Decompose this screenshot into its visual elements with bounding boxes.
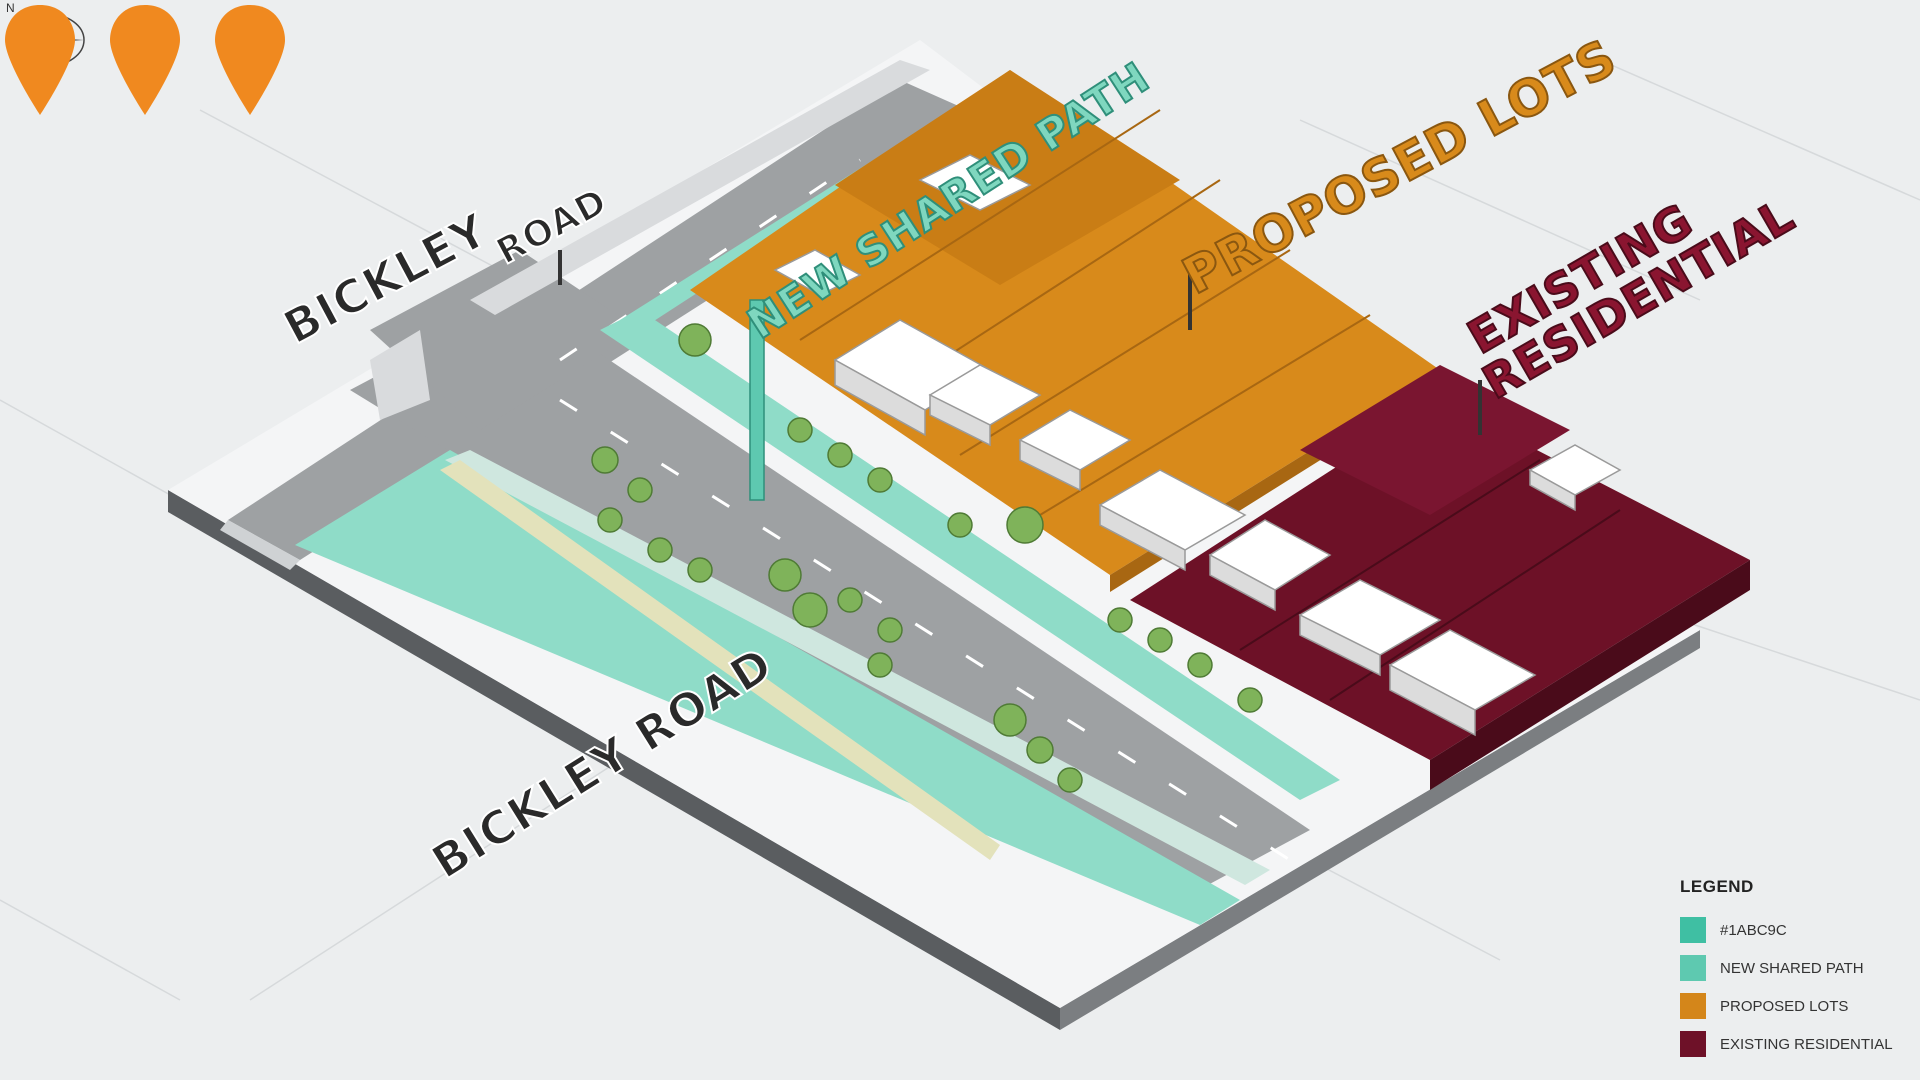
- legend-swatch: [1680, 955, 1706, 981]
- legend-title: LEGEND: [1680, 877, 1754, 896]
- location-pin-icon: [215, 5, 285, 115]
- legend-swatch: [1680, 993, 1706, 1019]
- trees: [591, 323, 1263, 793]
- legend-label: #1ABC9C: [1720, 921, 1787, 939]
- roads: [220, 60, 1310, 900]
- compass-north-label: N: [6, 1, 15, 15]
- location-pins: [5, 5, 285, 115]
- location-pin-icon: [110, 5, 180, 115]
- houses: [773, 154, 1622, 737]
- legend-item: EXISTING RESIDENTIAL: [1680, 1025, 1910, 1063]
- legend-label: EXISTING RESIDENTIAL: [1720, 1035, 1893, 1053]
- location-pin-icon: [5, 5, 75, 115]
- legend-item: PROPOSED LOTS: [1680, 987, 1910, 1025]
- legend-item: #1ABC9C: [1680, 911, 1910, 949]
- label-leader-posts: [558, 250, 1482, 435]
- legend: LEGEND #1ABC9C NEW SHARED PATH PROPOSED …: [1680, 877, 1910, 1063]
- existing-residential-area: [1130, 365, 1750, 790]
- legend-label: PROPOSED LOTS: [1720, 997, 1849, 1015]
- legend-swatch: [1680, 917, 1706, 943]
- legend-label: NEW SHARED PATH: [1720, 959, 1864, 977]
- legend-swatch: [1680, 1031, 1706, 1057]
- legend-item: NEW SHARED PATH: [1680, 949, 1910, 987]
- shared-path-post: [749, 299, 765, 501]
